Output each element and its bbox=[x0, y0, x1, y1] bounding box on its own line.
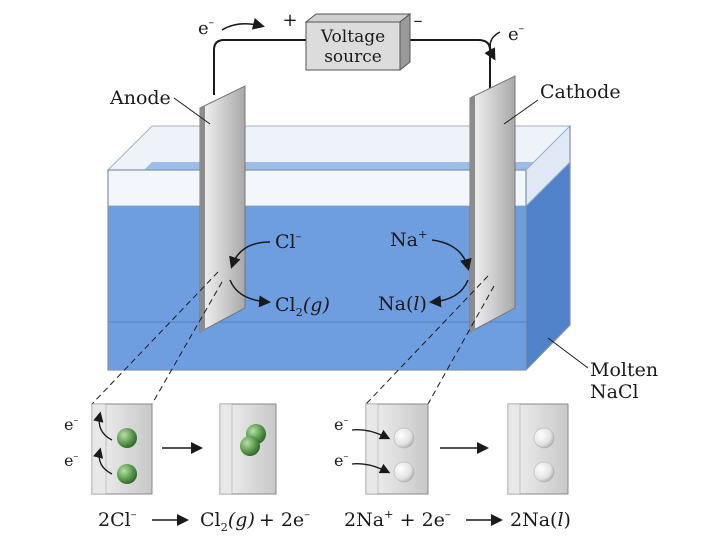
inset-electron-label: e– bbox=[334, 415, 348, 434]
sodium-liquid-label: Na(l) bbox=[378, 293, 427, 315]
liquid-front bbox=[108, 206, 526, 370]
electron-arrow-left bbox=[221, 17, 265, 31]
voltage-source-label-2: source bbox=[324, 47, 382, 67]
cathode-electrode bbox=[469, 75, 516, 333]
liquid-side bbox=[526, 162, 570, 370]
chloride-ion-label: Cl– bbox=[275, 229, 302, 253]
electron-flow-left: e– bbox=[198, 16, 265, 39]
sodium-ion-arrow bbox=[431, 239, 472, 271]
electron-label-left: e– bbox=[198, 16, 214, 39]
cathode-leader bbox=[503, 99, 539, 125]
anode-leader bbox=[173, 97, 211, 125]
anode-inset-after bbox=[219, 403, 277, 495]
anode-equation-rhs: Cl2(g)+ 2e– bbox=[200, 507, 310, 534]
cathode-inset-before bbox=[351, 403, 429, 495]
electron-in-arrow bbox=[351, 429, 391, 440]
anode-inset-before bbox=[91, 403, 153, 495]
electron-out-arrow bbox=[93, 447, 113, 475]
inset-electron-label: e– bbox=[64, 415, 78, 434]
tank-outline bbox=[107, 169, 527, 371]
inset-electron-label: e– bbox=[64, 451, 78, 470]
electron-in-arrow bbox=[351, 463, 391, 474]
cathode-equation-lhs: 2Na+ + 2e– bbox=[344, 507, 451, 531]
anode-label: Anode bbox=[109, 87, 171, 109]
chlorine-gas-label: Cl2(g) bbox=[275, 294, 330, 319]
electrolyte-leader bbox=[547, 337, 589, 369]
chlorine-molecule-icon bbox=[240, 436, 260, 456]
cathode-inset-after bbox=[507, 403, 569, 495]
electron-arrow-right bbox=[484, 31, 501, 61]
cathode-equation-rhs: 2Na(l) bbox=[510, 509, 571, 531]
zoom-lines bbox=[91, 271, 495, 405]
chlorine-arrow bbox=[229, 279, 271, 308]
electron-flow-right: e– bbox=[484, 22, 524, 61]
electrolyte-label-1: Molten bbox=[590, 359, 658, 381]
sodium-ion-icon bbox=[393, 427, 415, 449]
chloride-ion-icon bbox=[117, 464, 137, 484]
anode-electrode bbox=[199, 85, 246, 333]
cathode-equation: 2Na+ + 2e– 2Na(l) bbox=[344, 507, 571, 531]
electrolyte-label-2: NaCl bbox=[590, 381, 639, 403]
anode-equation-lhs: 2Cl– bbox=[98, 507, 137, 531]
chloride-ion-icon bbox=[117, 428, 137, 448]
tank bbox=[106, 124, 572, 371]
electron-out-arrow bbox=[93, 411, 113, 441]
tank-front-glass bbox=[107, 169, 527, 207]
sodium-atom-icon bbox=[533, 427, 555, 449]
cathode-label: Cathode bbox=[540, 81, 621, 103]
voltage-source: Voltage source bbox=[304, 12, 412, 72]
sodium-metal-arrow bbox=[429, 279, 469, 308]
chloride-arrow bbox=[229, 241, 271, 269]
anode-equation: 2Cl– Cl2(g)+ 2e– bbox=[98, 507, 310, 534]
voltage-source-label-1: Voltage bbox=[320, 27, 385, 47]
sodium-ion-label: Na+ bbox=[390, 227, 428, 251]
positive-terminal: + bbox=[282, 10, 297, 31]
sodium-atom-icon bbox=[533, 461, 555, 483]
negative-terminal: – bbox=[414, 10, 423, 31]
inset-electron-label: e– bbox=[334, 451, 348, 470]
sodium-ion-icon bbox=[393, 461, 415, 483]
electron-label-right: e– bbox=[508, 22, 524, 45]
